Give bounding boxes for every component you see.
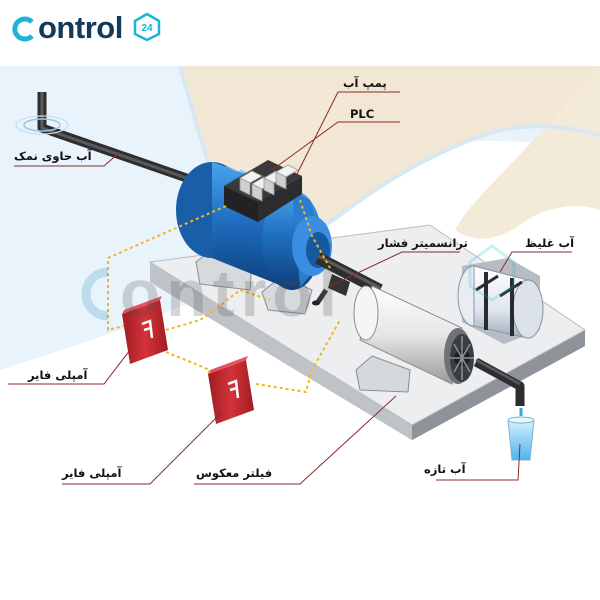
fresh-water-glass: [507, 408, 535, 461]
leader-lines: [8, 91, 572, 485]
label-plc: PLC: [350, 107, 375, 121]
label-pump: پمپ آب: [343, 76, 387, 90]
leader-reverse-filter: [194, 395, 397, 485]
leader-amplifier-2: [62, 411, 223, 485]
fiber-amplifier-1: [122, 296, 168, 364]
leader-amplifier-1: [8, 349, 131, 385]
intake-pipe: [15, 92, 252, 205]
logo-c-icon: [12, 16, 34, 42]
leader-pump: [295, 91, 400, 177]
pump-to-filter-pipe: [315, 252, 383, 296]
sand-area-right: [455, 66, 600, 239]
watermark-c-icon: [81, 267, 109, 321]
label-fresh-water: آب تازه: [424, 462, 466, 476]
label-pressure-transmitter: ترانسمیتر فشار: [378, 236, 468, 250]
pressure-transmitter: [312, 274, 350, 306]
leader-pressure-transmitter: [329, 251, 460, 287]
logo-badge-text: 24: [141, 23, 153, 34]
leader-fresh-water: [436, 443, 521, 481]
logo: ontrol 24: [8, 6, 168, 50]
watermark: ontrol: [81, 244, 516, 330]
fiber-optic-lines: [107, 199, 341, 394]
leader-concentrate: [499, 251, 572, 273]
label-fiber-amplifier-1: آمپلی فایر: [28, 368, 88, 382]
watermark-badge-icon: [468, 244, 516, 302]
label-salt-water: آب حاوی نمک: [14, 149, 92, 163]
leader-plc: [271, 121, 400, 171]
reverse-osmosis-filter: [353, 285, 474, 393]
leader-salt-water: [14, 151, 121, 167]
label-fiber-amplifier-2: آمپلی فایر: [62, 466, 122, 480]
logo-text: ontrol: [38, 10, 123, 45]
watermark-text: ontrol: [120, 256, 343, 330]
plc-modules: [239, 164, 299, 202]
label-reverse-filter: فیلتر معکوس: [196, 466, 273, 480]
fiber-amplifier-2: [208, 356, 254, 424]
concentrate-tank: [457, 258, 544, 344]
label-concentrated-water: آب غلیظ: [525, 236, 575, 250]
logo-badge-icon: 24: [133, 12, 161, 42]
